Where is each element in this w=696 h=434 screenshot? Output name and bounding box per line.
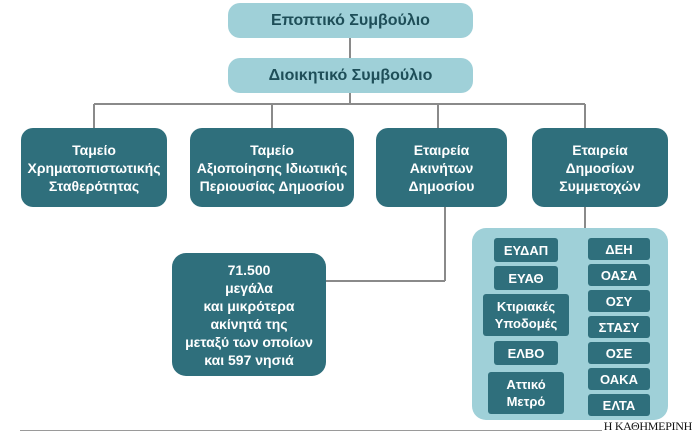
holding-osy-label: ΟΣΥ [605, 293, 633, 309]
holding-eydap: ΕΥΔΑΠ [494, 238, 558, 262]
holding-ose-label: ΟΣΕ [605, 345, 633, 361]
holding-elvo: ΕΛΒΟ [494, 341, 558, 365]
board-of-directors-label: Διοικητικό Συμβούλιο [268, 66, 433, 84]
holding-ktiriakes-ypodomes: Κτιριακές Υποδομές [483, 294, 569, 336]
real-estate-note-box: 71.500 μεγάλα και μικρότερα ακίνητά της … [172, 253, 326, 376]
real-estate-note-text: 71.500 μεγάλα και μικρότερα ακίνητά της … [185, 261, 313, 368]
board-of-directors-box: Διοικητικό Συμβούλιο [228, 58, 473, 93]
holding-attiko-metro: Αττικό Μετρό [488, 372, 564, 414]
holding-dei: ΔΕΗ [588, 238, 650, 260]
supervisory-board-box: Εποπτικό Συμβούλιο [228, 3, 473, 38]
holding-dei-label: ΔΕΗ [605, 241, 633, 257]
holding-elvo-label: ΕΛΒΟ [507, 345, 545, 361]
holding-oaka: ΟΑΚΑ [588, 368, 650, 390]
privatization-fund-box: Ταμείο Αξιοποίησης Ιδιωτικής Περιουσίας … [190, 128, 354, 207]
holding-stasy-label: ΣΤΑΣΥ [598, 319, 640, 335]
holding-oaka-label: ΟΑΚΑ [600, 371, 638, 387]
holding-eyath: ΕΥΑΘ [494, 266, 558, 290]
holding-stasy: ΣΤΑΣΥ [588, 316, 650, 338]
financial-stability-fund-box: Ταμείο Χρηματοπιστωτικής Σταθερότητας [21, 128, 167, 207]
holding-elta-label: ΕΛΤΑ [602, 397, 636, 413]
holding-osy: ΟΣΥ [588, 290, 650, 312]
public-real-estate-company-box: Εταιρεία Ακινήτων Δημοσίου [376, 128, 507, 207]
public-participations-company-label: Εταιρεία Δημοσίων Συμμετοχών [559, 141, 641, 194]
holding-ktiriakes-ypodomes-label: Κτιριακές Υποδομές [494, 299, 558, 331]
financial-stability-fund-label: Ταμείο Χρηματοπιστωτικής Σταθερότητας [27, 141, 161, 194]
footer-rule [20, 430, 602, 431]
public-real-estate-company-label: Εταιρεία Ακινήτων Δημοσίου [408, 141, 475, 194]
holding-elta: ΕΛΤΑ [588, 394, 650, 416]
holding-eydap-label: ΕΥΔΑΠ [503, 242, 549, 258]
public-participations-company-box: Εταιρεία Δημοσίων Συμμετοχών [532, 128, 668, 207]
holding-oasa-label: ΟΑΣΑ [600, 267, 638, 283]
holding-eyath-label: ΕΥΑΘ [508, 270, 544, 286]
holding-attiko-metro-label: Αττικό Μετρό [506, 377, 546, 409]
credit-label: Η ΚΑΘΗΜΕΡΙΝΗ [603, 419, 693, 433]
holding-oasa: ΟΑΣΑ [588, 264, 650, 286]
holding-ose: ΟΣΕ [588, 342, 650, 364]
supervisory-board-label: Εποπτικό Συμβούλιο [271, 11, 430, 29]
privatization-fund-label: Ταμείο Αξιοποίησης Ιδιωτικής Περιουσίας … [196, 141, 348, 194]
